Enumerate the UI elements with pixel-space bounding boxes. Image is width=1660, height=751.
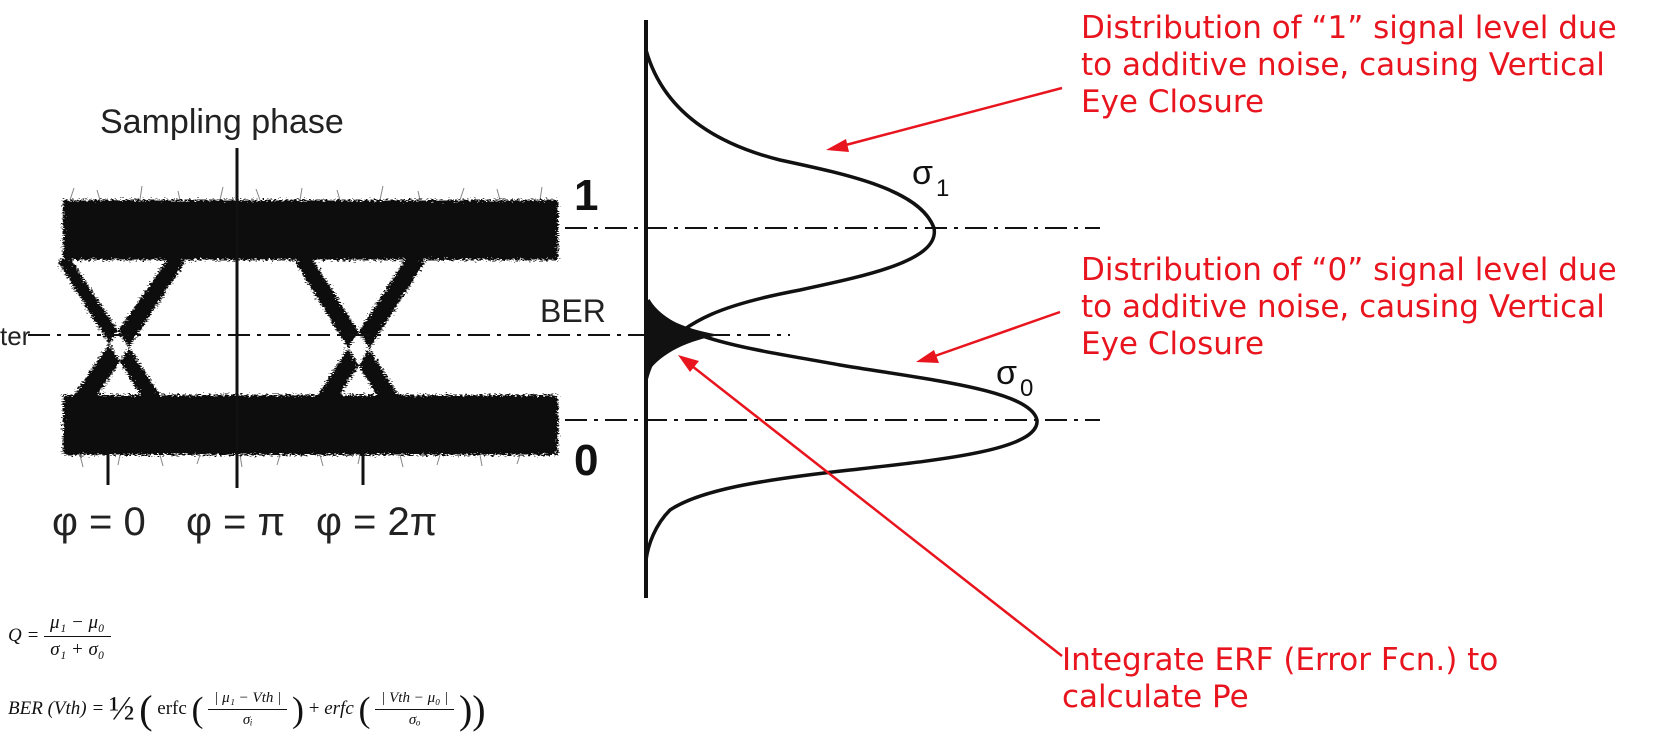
gaussian-one-curve [644, 49, 936, 381]
annotation-integrate-erf: Integrate ERF (Error Fcn.) to calculate … [1062, 642, 1499, 715]
ber-fraction-2: | Vth − μ₀ | σₒ [375, 690, 455, 729]
phase-label-pi: φ = π [186, 500, 285, 544]
q-denominator: σ₁ + σ₀ [50, 639, 105, 660]
threshold-label: ter [0, 321, 31, 351]
ber-label: BER [540, 293, 606, 329]
ber-half: ½ [108, 690, 135, 728]
arrow-integrate-head [678, 355, 699, 372]
gaussian-zero-curve [644, 299, 1039, 561]
arrow-zero-level [931, 310, 1061, 359]
sampling-phase-label: Sampling phase [100, 103, 344, 141]
ber-formula: BER (Vth) = ½ ( erfc ( | μ₁ − Vth | σᵢ )… [8, 686, 486, 733]
annotation-zero-level: Distribution of “0” signal level due to … [1081, 252, 1617, 362]
q-lhs: Q = [8, 624, 40, 646]
ber-plus: + [308, 697, 320, 719]
svg-text:1: 1 [936, 175, 949, 202]
paren-close-1: ) [292, 689, 304, 730]
ber-denominator-1: σᵢ [242, 712, 253, 728]
paren-open-2: ( [358, 689, 371, 730]
arrow-one-level [841, 86, 1063, 148]
ber-erfc-2: erfc [324, 697, 354, 719]
arrow-zero-level-head [916, 350, 939, 363]
ber-numerator-1: | μ₁ − Vth | [208, 690, 288, 710]
svg-text:0: 0 [1020, 375, 1033, 402]
q-formula: Q = μ₁ − μ₀ σ₁ + σ₀ [8, 612, 111, 661]
eye-pattern [58, 200, 558, 455]
eye-top-rail [63, 200, 558, 260]
sigma-one-label: σ 1 [912, 154, 949, 202]
paren-open-outer: ( [139, 687, 153, 732]
eye-crossing-right [295, 255, 425, 410]
sigma-zero-label: σ 0 [996, 354, 1033, 402]
annotation-arrows [678, 86, 1063, 657]
ber-lhs: BER (Vth) = [8, 697, 109, 719]
paren-open-1: ( [191, 689, 204, 730]
eye-bottom-rail [63, 395, 558, 455]
ber-numerator-2: | Vth − μ₀ | [375, 690, 455, 710]
q-fraction: μ₁ − μ₀ σ₁ + σ₀ [44, 612, 111, 661]
ber-denominator-2: σₒ [408, 712, 421, 728]
phase-label-0: φ = 0 [52, 500, 146, 544]
svg-text:σ: σ [912, 154, 933, 192]
arrow-integrate [691, 365, 1063, 657]
level-zero-label: 0 [574, 436, 598, 485]
paren-close-outer: )) [458, 687, 486, 732]
eye-crossing-left [58, 255, 185, 410]
annotation-one-level: Distribution of “1” signal level due to … [1081, 10, 1617, 120]
phase-label-2pi: φ = 2π [316, 500, 437, 544]
ber-erfc-1: erfc [157, 697, 187, 719]
q-numerator: μ₁ − μ₀ [44, 612, 111, 637]
svg-text:σ: σ [996, 354, 1017, 392]
arrow-one-level-head [826, 139, 849, 152]
level-one-label: 1 [574, 171, 598, 220]
eye-pattern-fringe [69, 185, 543, 468]
ber-fraction-1: | μ₁ − Vth | σᵢ [208, 690, 288, 729]
